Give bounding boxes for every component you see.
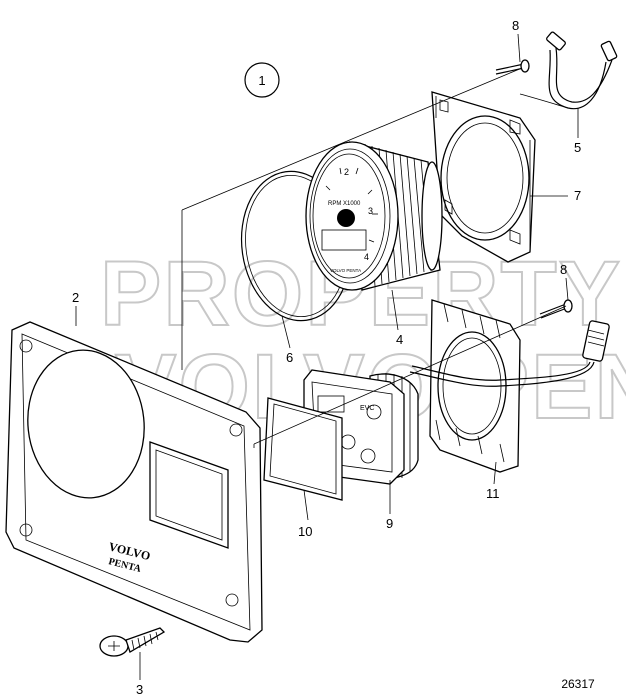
gauge-tick-2: 2 [344,167,349,177]
callout-screw: 3 [136,682,143,697]
callout-gasket: 10 [298,524,312,539]
callout-display: 9 [386,516,393,531]
assembly-number: 1 [258,73,265,88]
dash-panel: VOLVO PENTA [5,321,263,643]
callout-harness: 5 [574,140,581,155]
gasket [263,397,343,501]
assembly-number-badge: 1 [244,62,280,98]
bolt-top [495,59,530,75]
callout-bracket-large: 7 [574,188,581,203]
callout-numbers: 2 3 4 5 6 7 8 8 9 10 11 [72,18,581,697]
callout-tachometer: 4 [396,332,403,347]
panel-screw [99,627,166,657]
callout-panel: 2 [72,290,79,305]
gauge-brand: VOLVO PENTA [330,268,361,273]
tachometer-gauge: 2 3 4 RPM X1000 VOLVO PENTA [305,141,443,291]
callout-bracket-small: 11 [486,486,500,501]
assembly-leader-lines [181,67,567,448]
display-brand: EVC [360,405,374,412]
wiring-harness [519,31,618,110]
gauge-tick-3: 3 [368,206,373,216]
display-cable [409,320,610,387]
callout-leaders [75,33,579,680]
gauge-tick-4: 4 [364,252,369,262]
drawing-number: 26317 [561,677,595,691]
callout-o-ring: 6 [286,350,293,365]
callout-bolt-mid: 8 [560,262,567,277]
mounting-bracket-small [429,299,521,473]
gauge-unit-label: RPM X1000 [328,201,361,207]
callout-bolt-top: 8 [512,18,519,33]
mounting-bracket-large [431,91,536,263]
